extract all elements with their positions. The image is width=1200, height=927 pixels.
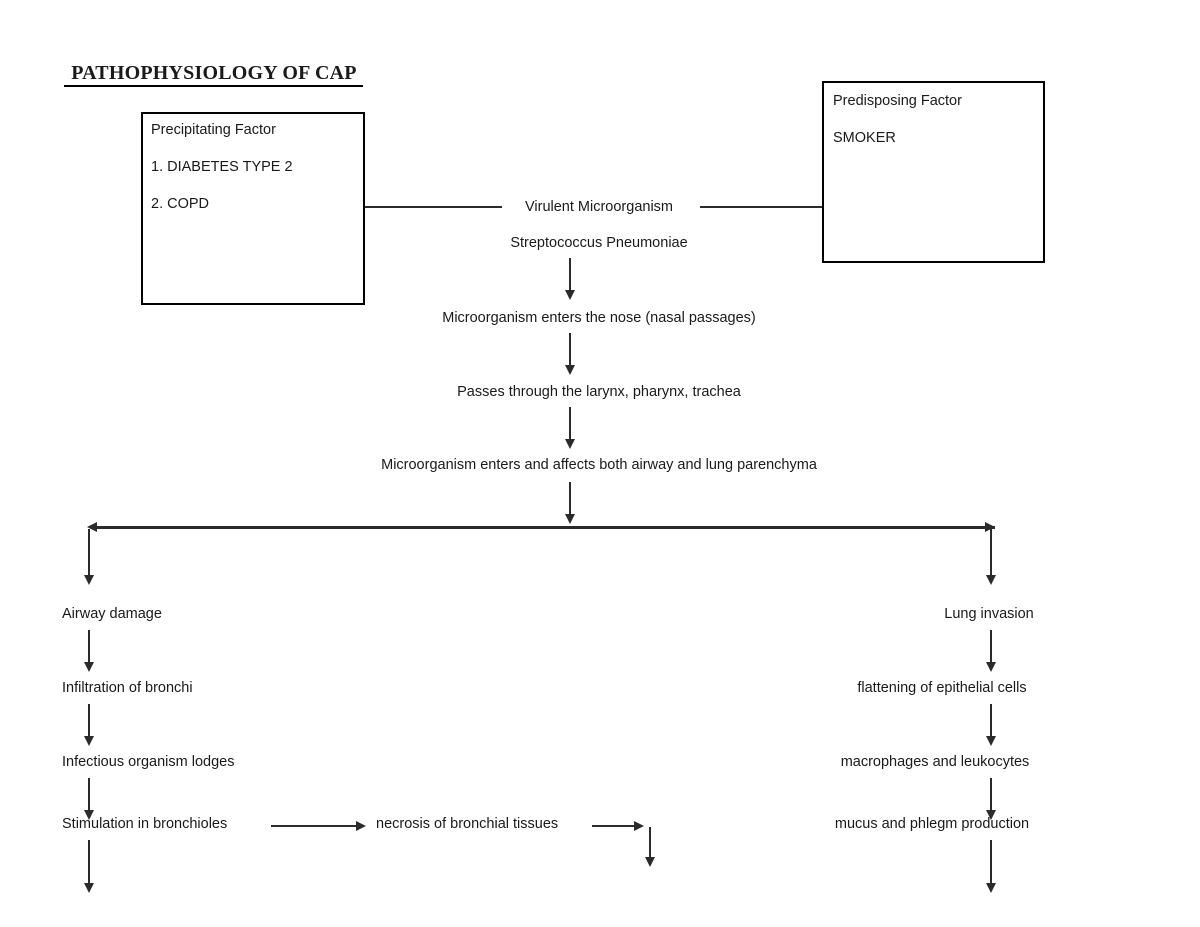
arrow-head-bar-to-airway-damage <box>84 575 94 585</box>
arrow-line-nose-to-larynx <box>569 333 571 367</box>
connector-predisposing-to-pathogen <box>700 206 822 208</box>
arrow-line-larynx-to-split <box>569 407 571 441</box>
arrow-line-right-2-to-3 <box>990 704 992 738</box>
arrow-head-bar-to-lung-invasion <box>986 575 996 585</box>
arrow-line-bar-to-airway-damage <box>88 529 90 577</box>
split-bar-left-arrow-head <box>87 522 97 532</box>
arrow-head-nose-to-larynx <box>565 365 575 375</box>
arrow-line-left-3-to-4 <box>88 778 90 812</box>
arrow-head-left-4-continues <box>84 883 94 893</box>
arrow-line-necrosis-down <box>649 827 651 859</box>
arrow-line-left-2-to-3 <box>88 704 90 738</box>
left-branch-step-1: Airway damage <box>62 606 162 622</box>
arrow-head-stimulation-to-necrosis <box>356 821 366 831</box>
step-airway-passage: Passes through the larynx, pharynx, trac… <box>457 384 741 400</box>
precipitating-factor-box: Precipitating Factor 1. DIABETES TYPE 2 … <box>141 112 365 305</box>
arrow-head-left-2-to-3 <box>84 736 94 746</box>
left-branch-step-3: Infectious organism lodges <box>62 754 235 770</box>
connector-precipitating-to-pathogen <box>365 206 502 208</box>
arrow-head-right-2-to-3 <box>986 736 996 746</box>
split-bar-line <box>97 526 995 529</box>
right-branch-step-3: macrophages and leukocytes <box>840 754 1030 770</box>
arrow-line-right-4-continues <box>990 840 992 885</box>
pathogen-name: Streptococcus Pneumoniae <box>510 235 688 251</box>
pathogen-label: Virulent Microorganism <box>524 199 674 215</box>
arrow-line-pathogen-to-nose <box>569 258 571 292</box>
right-branch-step-2: flattening of epithelial cells <box>857 680 1027 696</box>
split-bar-right-arrow-head <box>985 522 995 532</box>
right-branch-step-4: mucus and phlegm production <box>834 816 1030 832</box>
arrow-line-split-to-bar <box>569 482 571 516</box>
arrow-head-larynx-to-split <box>565 439 575 449</box>
page-title: PATHOPHYSIOLOGY OF CAP <box>64 62 363 87</box>
arrow-head-pathogen-to-nose <box>565 290 575 300</box>
predisposing-factor-heading: Predisposing Factor <box>833 93 962 109</box>
predisposing-factor-item-1: SMOKER <box>833 130 896 146</box>
middle-branch-step: necrosis of bronchial tissues <box>376 816 559 832</box>
arrow-head-left-1-to-2 <box>84 662 94 672</box>
precipitating-factor-heading: Precipitating Factor <box>151 122 276 138</box>
right-branch-step-1: Lung invasion <box>944 606 1034 622</box>
arrow-line-left-4-continues <box>88 840 90 885</box>
arrow-head-split-to-bar <box>565 514 575 524</box>
precipitating-factor-item-1: 1. DIABETES TYPE 2 <box>151 159 293 175</box>
arrow-head-right-4-continues <box>986 883 996 893</box>
arrow-head-right-3-to-4 <box>986 810 996 820</box>
arrow-line-right-3-to-4 <box>990 778 992 812</box>
arrow-head-necrosis-outgoing <box>634 821 644 831</box>
arrow-line-bar-to-lung-invasion <box>990 529 992 577</box>
arrow-head-right-1-to-2 <box>986 662 996 672</box>
left-branch-step-2: Infiltration of bronchi <box>62 680 193 696</box>
arrow-line-right-1-to-2 <box>990 630 992 664</box>
connector-stimulation-to-necrosis <box>271 825 357 827</box>
arrow-head-left-3-to-4 <box>84 810 94 820</box>
arrow-head-necrosis-down <box>645 857 655 867</box>
connector-necrosis-outgoing <box>592 825 635 827</box>
precipitating-factor-item-2: 2. COPD <box>151 196 210 212</box>
arrow-line-left-1-to-2 <box>88 630 90 664</box>
left-branch-step-4: Stimulation in bronchioles <box>62 816 228 832</box>
predisposing-factor-box: Predisposing Factor SMOKER <box>822 81 1045 263</box>
step-nose: Microorganism enters the nose (nasal pas… <box>442 310 756 326</box>
step-split: Microorganism enters and affects both ai… <box>381 457 817 473</box>
